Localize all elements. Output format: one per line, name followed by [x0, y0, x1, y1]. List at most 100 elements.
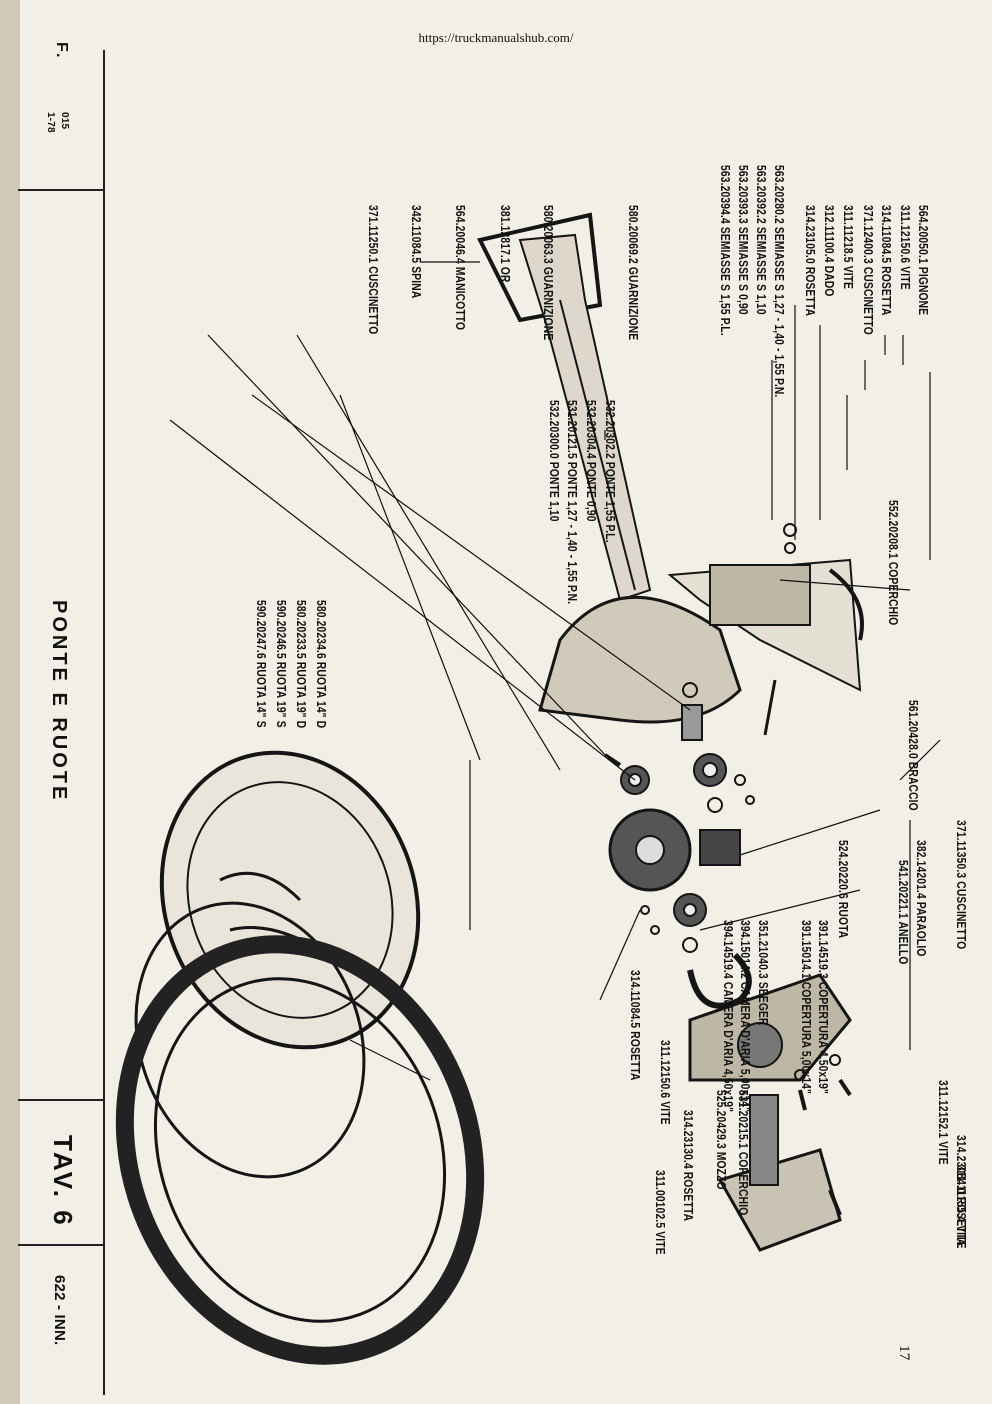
part-code: 524.20220.6 [836, 840, 850, 902]
part-name: SEMIASSE S 1,27 - 1,40 - 1,55 P.N. [772, 226, 786, 398]
part-label: 590.20246.5 RUOTA 19" S [274, 600, 288, 728]
part-name: COPERTURA 4,50x19" [816, 981, 830, 1095]
part-label: 532.20300.0 PONTE 1,10 [547, 400, 561, 522]
part-name: VITE [653, 1231, 667, 1255]
part-label: 311.12152.1 VITE [936, 1080, 950, 1165]
part-name: ROSETTA [628, 1031, 642, 1081]
part-code: 532.20304.4 [584, 400, 598, 462]
part-code: 314.11084.5 [628, 970, 642, 1032]
part-code: 311.12150.6 [658, 1040, 672, 1102]
part-name: ANELLO [896, 921, 910, 965]
snap-ring-shape [687, 952, 752, 1009]
part-name: RUOTA 19" D [294, 661, 308, 729]
part-name: DADO [822, 265, 836, 297]
part-label: 563.20393.3 SEMIASSE S 0,90 [736, 165, 750, 315]
part-label: 580.20063.3 GUARNIZIONE [541, 205, 555, 340]
part-name: COPERCHIO [736, 1151, 750, 1216]
part-code: 311.11155.4 [954, 1165, 968, 1226]
part-name: COPERCHIO [886, 561, 900, 626]
part-label: 524.20220.6 RUOTA [836, 840, 850, 938]
page-number: 17 [896, 1345, 912, 1361]
part-code: 391.14519.3 [816, 920, 830, 982]
part-label: 371.11250.1 CUSCINETTO [366, 205, 380, 334]
part-name: CUSCINETTO [366, 266, 380, 335]
page-title: PONTE E RUOTE [48, 600, 70, 803]
part-name: VITE [841, 265, 855, 290]
part-code: 371.11250.1 [366, 205, 380, 267]
part-label: 532.20302.2 PONTE 1,55 P.L. [603, 400, 617, 543]
part-label: 391.14519.3 COPERTURA 4,50x19" [816, 920, 830, 1094]
part-code: 371.12400.3 [861, 205, 875, 267]
part-code: 563.20280.2 [772, 165, 786, 227]
source-url: https://truckmanualshub.com/ [418, 30, 574, 45]
part-label: 314.23105.0 ROSETTA [803, 205, 817, 316]
part-code: 311.11218.5 [841, 205, 855, 266]
part-label: 312.11100.4 DADO [822, 205, 836, 297]
part-code: 531.20215.1 [736, 1090, 750, 1152]
part-name: VITE [898, 266, 912, 290]
housing-shape [538, 595, 742, 724]
part-code: 552.20208.1 [886, 500, 900, 562]
part-label: 541.20221.1 ANELLO [896, 860, 910, 965]
part-label: 564.20050.1 PIGNONE [916, 205, 930, 315]
part-label: 580.20233.5 RUOTA 19" D [294, 600, 308, 728]
model-label: 622 - INN. [51, 1275, 68, 1346]
part-name: RUOTA 14" S [254, 661, 268, 728]
part-code: 564.20050.1 [916, 205, 930, 267]
part-code: 351.21040.3 [756, 920, 770, 982]
part-code: 541.20221.1 [896, 860, 910, 922]
part-label: 311.12150.6 VITE [658, 1040, 672, 1125]
part-name: ROSETTA [879, 266, 893, 316]
part-name: PONTE 1,10 [547, 461, 561, 522]
part-name: ROSETTA [803, 266, 817, 317]
part-name: GUARNIZIONE [541, 266, 555, 341]
part-label: 532.20304.4 PONTE 0,90 [584, 400, 598, 522]
part-name: SEMIASSE S 1,55 P.L. [718, 226, 732, 336]
part-name: RUOTA [836, 901, 850, 939]
part-code: 314.23105.0 [803, 205, 817, 267]
part-name: PIGNONE [916, 266, 930, 316]
part-label: 391.15014.1 COPERTURA 5,00x14" [799, 920, 813, 1094]
part-code: 311.00102.5 [653, 1170, 667, 1232]
part-label: 531.20215.1 COPERCHIO [736, 1090, 750, 1215]
part-label: 311.11155.4 VITE [954, 1165, 968, 1249]
part-label: 311.00102.5 VITE [653, 1170, 667, 1255]
part-label: 311.11218.5 VITE [841, 205, 855, 289]
tyre-shape [115, 935, 485, 1365]
part-name: VITE [936, 1141, 950, 1165]
part-label: 552.20208.1 COPERCHIO [886, 500, 900, 625]
part-name: SEMIASSE S 1,10 [754, 226, 768, 315]
part-name: RUOTA 19" S [274, 661, 288, 728]
part-label: 590.20247.6 RUOTA 14" S [254, 600, 268, 728]
part-code: 394.14519.4 [721, 920, 735, 982]
part-code: 563.20392.2 [754, 165, 768, 227]
code-top-label: 015 [59, 112, 70, 130]
part-label: 561.20428.0 BRACCIO [906, 700, 920, 811]
part-label: 382.14201.4 PARAOLIO [914, 840, 928, 956]
axle-tube-shape [518, 233, 652, 602]
part-label: 563.20392.2 SEMIASSE S 1,10 [754, 165, 768, 315]
part-name: CUSCINETTO [954, 881, 968, 950]
part-name: SPINA [409, 266, 423, 299]
part-code: 580.20233.5 [294, 600, 308, 662]
part-code: 394.15014.2 [738, 920, 752, 982]
part-code: 580.20069.2 [626, 205, 640, 267]
part-name: VITE [658, 1101, 672, 1125]
part-code: 525.20429.3 [714, 1090, 728, 1152]
part-code: 580.20063.3 [541, 205, 555, 267]
part-name: MANICOTTO [453, 266, 467, 331]
part-name: RUOTA 14" D [314, 661, 328, 729]
code-bottom-label: 1-78 [45, 112, 56, 133]
part-label: 342.11084.5 SPINA [409, 205, 423, 298]
part-code: 382.14201.4 [914, 840, 928, 902]
part-code: 314.23130.4 [681, 1110, 695, 1172]
part-name: MOZZO [714, 1151, 728, 1190]
table-label: TAV. 6 [48, 1135, 78, 1228]
part-code: 381.12817.1 [498, 205, 512, 267]
part-name: BRACCIO [906, 761, 920, 811]
part-code: 314.11084.5 [879, 205, 893, 267]
part-code: 580.20234.6 [314, 600, 328, 662]
